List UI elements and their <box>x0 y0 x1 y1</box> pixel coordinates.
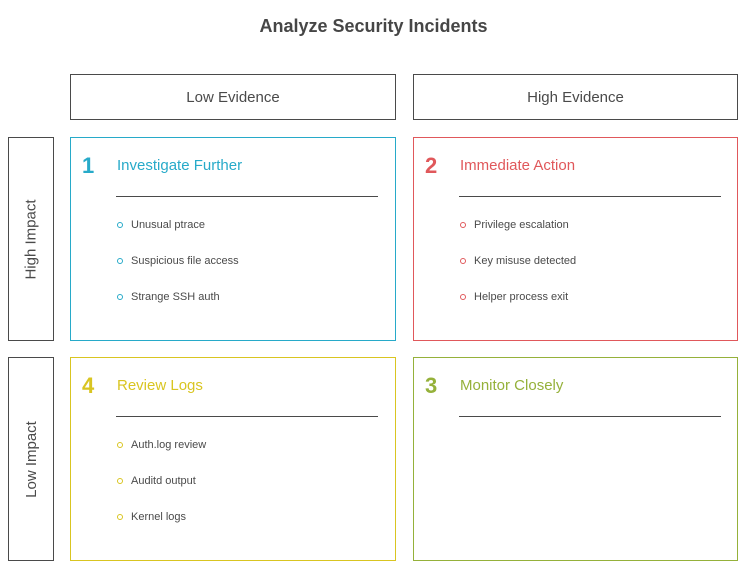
list-item: Privilege escalation <box>460 216 576 252</box>
row-header-low-impact: Low Impact <box>8 357 54 561</box>
row-header-high-impact-label: High Impact <box>22 198 40 280</box>
bullet-icon <box>460 222 466 228</box>
list-item: Unusual ptrace <box>117 216 239 252</box>
list-item: Auth.log review <box>117 436 206 472</box>
quadrant-title: Review Logs <box>117 377 203 394</box>
column-header-low-evidence: Low Evidence <box>70 74 396 120</box>
list-item: Kernel logs <box>117 508 206 544</box>
list-item-label: Unusual ptrace <box>131 219 205 231</box>
quadrant-number: 2 <box>425 153 438 178</box>
list-item: Suspicious file access <box>117 252 239 288</box>
bullet-icon <box>117 294 123 300</box>
quadrant-item-list: Unusual ptrace Suspicious file access St… <box>117 216 239 324</box>
list-item-label: Auditd output <box>131 475 196 487</box>
quadrant-item-list: Auth.log review Auditd output Kernel log… <box>117 436 206 544</box>
bullet-icon <box>117 514 123 520</box>
list-item-label: Strange SSH auth <box>131 291 220 303</box>
list-item-label: Key misuse detected <box>474 255 577 267</box>
quadrant-number: 4 <box>82 373 95 398</box>
quadrant-divider <box>116 416 378 417</box>
row-header-high-impact: High Impact <box>8 137 54 341</box>
list-item-label: Privilege escalation <box>474 219 569 231</box>
quadrant-investigate-further: 1 Investigate Further Unusual ptrace Sus… <box>70 137 396 341</box>
quadrant-number: 3 <box>425 373 438 398</box>
list-item: Helper process exit <box>460 288 576 324</box>
bullet-icon <box>117 442 123 448</box>
quadrant-item-list: Privilege escalation Key misuse detected… <box>460 216 576 324</box>
list-item-label: Suspicious file access <box>131 255 239 267</box>
quadrant-number: 1 <box>82 153 95 178</box>
quadrant-divider <box>459 416 721 417</box>
quadrant-title: Investigate Further <box>117 157 243 174</box>
quadrant-divider <box>116 196 378 197</box>
quadrant-divider <box>459 196 721 197</box>
list-item-label: Auth.log review <box>131 439 207 451</box>
bullet-icon <box>117 258 123 264</box>
list-item-label: Kernel logs <box>131 511 187 523</box>
list-item: Key misuse detected <box>460 252 576 288</box>
bullet-icon <box>460 258 466 264</box>
column-header-high-evidence: High Evidence <box>413 74 738 120</box>
row-header-low-impact-label: Low Impact <box>22 420 40 498</box>
quadrant-review-logs: 4 Review Logs Auth.log review Auditd out… <box>70 357 396 561</box>
bullet-icon <box>117 222 123 228</box>
quadrant-title: Monitor Closely <box>460 377 564 394</box>
list-item-label: Helper process exit <box>474 291 569 303</box>
quadrant-immediate-action: 2 Immediate Action Privilege escalation … <box>413 137 738 341</box>
list-item: Auditd output <box>117 472 206 508</box>
bullet-icon <box>117 478 123 484</box>
bullet-icon <box>460 294 466 300</box>
list-item: Strange SSH auth <box>117 288 239 324</box>
diagram-title: Analyze Security Incidents <box>259 16 488 36</box>
quadrant-title: Immediate Action <box>460 157 576 174</box>
quadrant-monitor-closely: 3 Monitor Closely <box>413 357 738 561</box>
